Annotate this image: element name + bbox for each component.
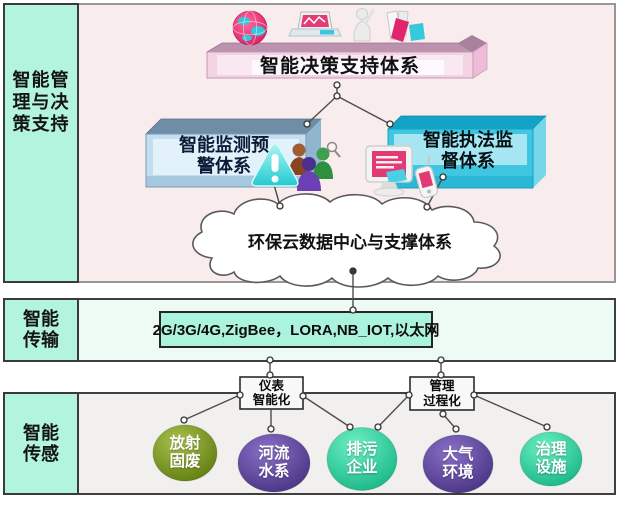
sidebar-line: 智能 (23, 422, 59, 443)
sidebar-line: 理与决 (12, 92, 70, 112)
sensing-panel (3, 392, 616, 495)
instrument-box-line: 仪表 (258, 378, 284, 393)
management-sidebar-label: 智能管 理与决 策支持 (3, 3, 79, 283)
sidebar-line: 传输 (23, 330, 59, 350)
management-panel (3, 3, 616, 283)
sensing-sidebar-label: 智能 传感 (3, 392, 79, 495)
transmission-technologies-text: 2G/3G/4G,ZigBee，LORA,NB_IOT,以太网 (152, 322, 440, 339)
sidebar-line: 智能 (23, 309, 59, 329)
transmission-technologies-box: 2G/3G/4G,ZigBee，LORA,NB_IOT,以太网 (153, 311, 439, 348)
transmission-sidebar-label: 智能 传输 (3, 298, 79, 362)
sidebar-line: 智能管 (12, 70, 70, 90)
sidebar-line: 策支持 (12, 114, 70, 134)
sidebar-line: 传感 (23, 443, 59, 464)
